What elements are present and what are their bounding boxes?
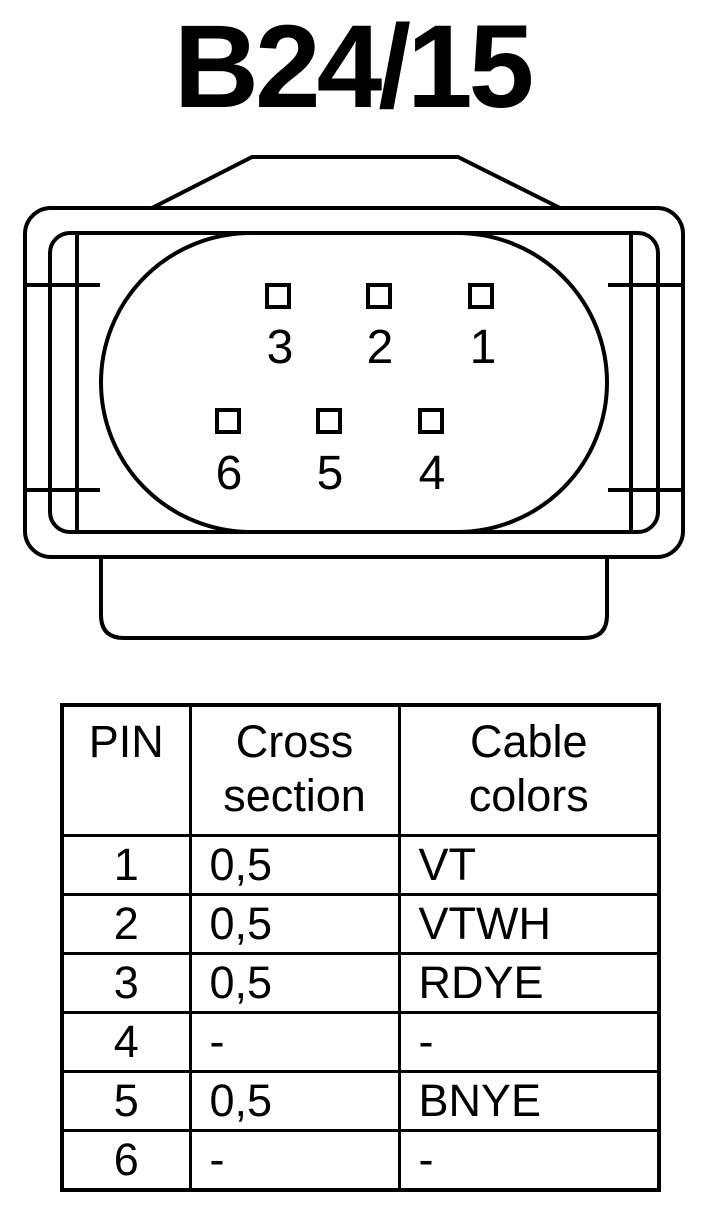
- pin-label-3: 3: [267, 321, 294, 374]
- row-cross-section: 0,5: [188, 892, 401, 955]
- pin-1-contact: [468, 283, 494, 309]
- row-pin: 3: [60, 951, 192, 1014]
- header-cable-colors-line1: Cable: [469, 716, 588, 767]
- pin-label-6: 6: [216, 447, 243, 500]
- header-cable-colors: Cable colors: [397, 703, 661, 837]
- header-cross-section: Cross section: [188, 703, 401, 837]
- row-color: -: [397, 1010, 661, 1073]
- pin-label-1: 1: [470, 321, 497, 374]
- row-pin: 6: [60, 1128, 192, 1192]
- row-pin: 5: [60, 1069, 192, 1132]
- connector-bottom-tab: [99, 557, 609, 640]
- row-color: VT: [397, 833, 661, 896]
- row-cross-section: -: [188, 1128, 401, 1192]
- table-row: 6 - -: [60, 1128, 661, 1192]
- row-pin: 1: [60, 833, 192, 896]
- row-cross-section: -: [188, 1010, 401, 1073]
- table-row: 2 0,5 VTWH: [60, 892, 661, 955]
- row-color: RDYE: [397, 951, 661, 1014]
- row-color: BNYE: [397, 1069, 661, 1132]
- pin-4-contact: [418, 408, 444, 434]
- connector-contact-face: [99, 231, 609, 534]
- table-row: 5 0,5 BNYE: [60, 1069, 661, 1132]
- table-row: 3 0,5 RDYE: [60, 951, 661, 1014]
- table-row: 4 - -: [60, 1010, 661, 1073]
- header-cross-section-line2: section: [223, 770, 366, 821]
- pin-label-5: 5: [317, 447, 344, 500]
- row-cross-section: 0,5: [188, 833, 401, 896]
- row-color: -: [397, 1128, 661, 1192]
- row-pin: 4: [60, 1010, 192, 1073]
- row-cross-section: 0,5: [188, 1069, 401, 1132]
- row-color: VTWH: [397, 892, 661, 955]
- pin-2-contact: [366, 283, 392, 309]
- pin-6-contact: [215, 408, 241, 434]
- pin-label-4: 4: [419, 447, 446, 500]
- connector-top-key: [151, 155, 561, 210]
- table-row: 1 0,5 VT: [60, 833, 661, 896]
- header-pin: PIN: [60, 703, 192, 837]
- row-pin: 2: [60, 892, 192, 955]
- connector-title: B24/15: [173, 1, 535, 133]
- pin-5-contact: [316, 408, 342, 434]
- pin-3-contact: [265, 283, 291, 309]
- header-cable-colors-line2: colors: [468, 770, 589, 821]
- pin-label-2: 2: [367, 321, 394, 374]
- connector-outer-housing: [23, 206, 685, 559]
- pin-table-header-row: PIN Cross section Cable colors: [60, 703, 661, 837]
- connector-diagram: 3 2 1 6 5 4: [23, 155, 685, 640]
- row-cross-section: 0,5: [188, 951, 401, 1014]
- header-cross-section-line1: Cross: [235, 716, 354, 767]
- pin-table: PIN Cross section Cable colors 1 0,5 VT …: [60, 703, 661, 1192]
